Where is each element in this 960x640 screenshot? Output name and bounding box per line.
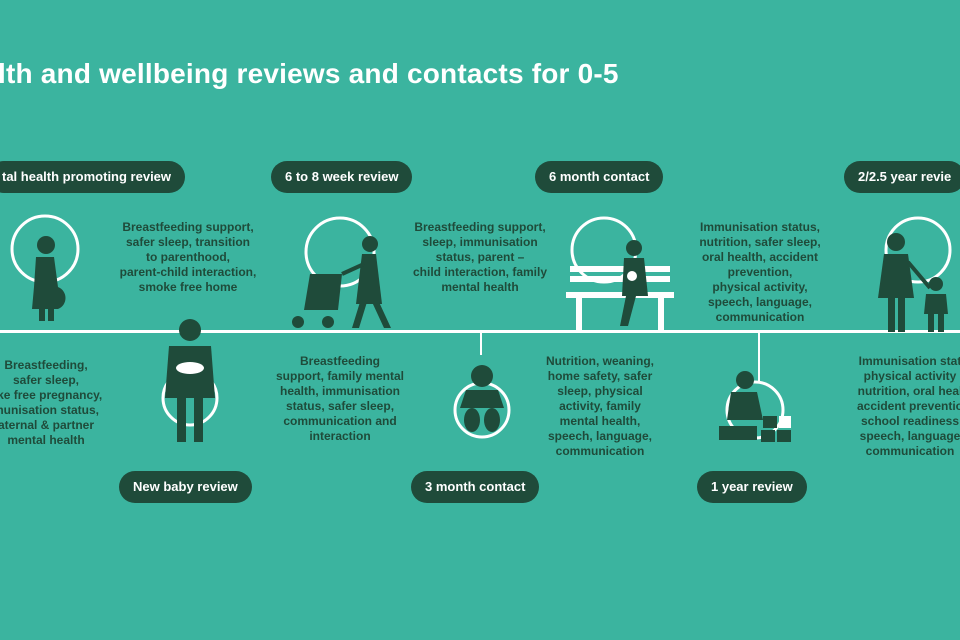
timeline-line: [0, 330, 960, 333]
stage-label-2-year: 2/2.5 year revie: [844, 161, 960, 193]
stage-text-3-month: Breastfeeding support, sleep, immunisati…: [412, 220, 548, 294]
stage-label-6-month: 6 month contact: [535, 161, 664, 193]
stage-label-1-year: 1 year review: [697, 471, 807, 503]
page-title: lth and wellbeing reviews and contacts f…: [0, 58, 619, 89]
stage-label-3-month: 3 month contact: [411, 471, 540, 503]
pregnant-woman-icon: [10, 214, 80, 321]
stage-text-antenatal: Breastfeeding, safer sleep, oke free pre…: [0, 358, 103, 447]
stage-text-new-baby: Breastfeeding support, safer sleep, tran…: [119, 220, 257, 294]
parent-on-bench-icon: [566, 216, 674, 332]
stage-text-2-year: Immunisation stat physical activity nutr…: [856, 354, 960, 458]
stage-text-1-year: Immunisation status, nutrition, safer sl…: [699, 220, 821, 324]
stage-label-new-baby: New baby review: [119, 471, 252, 503]
stage-label-6-to-8-week: 6 to 8 week review: [271, 161, 413, 193]
sitting-baby-icon: [453, 365, 511, 439]
parent-holding-baby-icon: [161, 319, 219, 442]
timeline-tick-1-year: [758, 333, 760, 383]
stage-label-antenatal: tal health promoting review: [0, 161, 186, 193]
stage-text-6-to-8-week: Breastfeeding support, family mental hea…: [275, 354, 405, 443]
parent-and-child-icon: [878, 216, 952, 332]
toddler-with-blocks-icon: [719, 371, 791, 442]
timeline-tick-3-month: [480, 333, 482, 355]
parent-with-pram-icon: [292, 216, 391, 328]
stage-text-6-month: Nutrition, weaning, home safety, safer s…: [546, 354, 654, 458]
